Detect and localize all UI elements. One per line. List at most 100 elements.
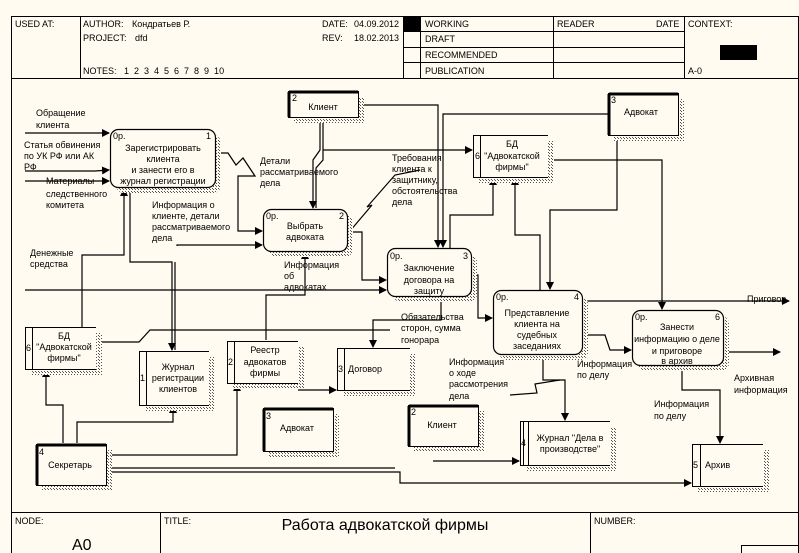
context-node: A-0 [688, 66, 702, 76]
external-secretary[interactable]: 4 Секретарь [35, 443, 113, 492]
flow-label: Информация [449, 357, 504, 367]
flow-label: Требования [392, 153, 442, 163]
flow-label: рассматриваемого [152, 222, 230, 232]
diagram-title: Работа адвокатской фирмы [282, 517, 489, 534]
flow-advokat-to-p3 [439, 113, 608, 248]
entity-label: Адвокат [280, 423, 314, 433]
store-label: адвокатов [244, 357, 287, 367]
status-publication: PUBLICATION [425, 66, 484, 76]
store-number: 6 [475, 151, 480, 161]
entity-number: 2 [292, 93, 297, 103]
process-number: 2 [339, 211, 344, 221]
store-registry-lawyers[interactable]: 2 Реестр адвокатов фирмы [227, 341, 304, 389]
flow-labels: Обращение клиента Статья обвинения по УК… [24, 108, 788, 421]
flow-label: информация [734, 385, 788, 395]
store-journal-clients[interactable]: 1 Журнал регистрации клиентов [139, 351, 215, 411]
flow-label: Информация о [152, 200, 215, 210]
process-number: 4 [574, 292, 579, 302]
store-archive[interactable]: 5 Архив [692, 444, 769, 492]
flow-trebovaniya [349, 169, 421, 232]
process-label: Выбрать [287, 221, 324, 231]
store-label: БД [58, 331, 70, 341]
status-recommended: RECOMMENDED [425, 50, 498, 60]
store-label: "Адвокатской [484, 151, 540, 161]
process-label: договора на [404, 275, 455, 285]
flow-p2-p3 [347, 231, 387, 284]
date-value: 04.09.2012 [354, 19, 399, 29]
flow-label: дела [260, 178, 280, 188]
flow-label: о ходе [449, 368, 476, 378]
project-label: PROJECT: [83, 33, 127, 43]
process-3[interactable]: 0р. 3 Заключение договора на защиту [386, 247, 478, 303]
process-label: Заключение [404, 263, 455, 273]
rev-label: REV: [322, 33, 343, 43]
flow-p4-bd [511, 177, 541, 290]
process-label: клиента на [514, 319, 560, 329]
process-4[interactable]: 0р. 4 Представление клиента на судебных … [492, 289, 589, 361]
flow-p4-p6 [582, 334, 632, 354]
process-label: журнал регистрации [120, 176, 205, 186]
store-contract[interactable]: 3 Договор [337, 348, 416, 396]
flow-label: дела [449, 391, 469, 401]
flow-label: рассмотрения [449, 379, 508, 389]
flow-label: Информация [577, 359, 632, 369]
used-at-label: USED AT: [15, 19, 54, 29]
store-label: регистрации [152, 373, 204, 383]
flow-dengi [81, 188, 128, 327]
store-number: 4 [521, 438, 526, 448]
flow-label: об [284, 271, 294, 281]
entity-number: 3 [611, 95, 616, 105]
process-6[interactable]: 0р. 6 Занести информацию о деле и пригов… [631, 309, 730, 372]
flow-label: следственного [46, 189, 107, 199]
flow-label: Обращение [36, 108, 85, 118]
flow-label: дела [392, 197, 412, 207]
external-client-bottom[interactable]: 2 Клиент [407, 404, 485, 453]
process-label: Занести [660, 322, 694, 332]
flow-label: Архивная [734, 373, 774, 383]
process-cost: 0р. [113, 131, 126, 141]
flow-label: Информация [654, 399, 709, 409]
flow-label: клиенте, детали [152, 211, 220, 221]
process-1[interactable]: 0р. 1 Зарегистрировать клиента и занести… [109, 128, 222, 194]
store-number: 6 [26, 343, 31, 353]
store-bd-left[interactable]: 6 БД "Адвокатской фирмы" [25, 327, 102, 375]
entity-number: 4 [39, 447, 44, 457]
flow-zigzag [509, 379, 561, 396]
process-label: клиента [146, 154, 179, 164]
external-client-top[interactable]: 2 Клиент [287, 90, 365, 124]
store-label: Журнал "Дела в [537, 433, 604, 443]
store-label: фирмы" [47, 353, 80, 363]
process-number: 3 [463, 251, 468, 261]
flow-label: Детали [260, 156, 290, 166]
flow-label: рассматриваемого [260, 167, 338, 177]
entity-label: Адвокат [624, 107, 658, 117]
flow-p6-arhiv [681, 366, 724, 444]
store-label: фирмы" [495, 162, 528, 172]
process-cost: 0р. [635, 312, 648, 322]
author-label: AUTHOR: [83, 19, 124, 29]
flow-label: Денежные [30, 248, 73, 258]
flow-label: Приговор [747, 294, 786, 304]
store-bd-top[interactable]: 6 БД "Адвокатской фирмы" [473, 135, 554, 183]
store-cases-journal[interactable]: 4 Журнал "Дела в производстве" [520, 421, 616, 471]
process-cost: 0р. [496, 292, 509, 302]
context-box [720, 45, 757, 60]
store-label: производстве" [540, 444, 600, 454]
process-label: заседаниях [513, 341, 562, 351]
external-advokat-top[interactable]: 3 Адвокат [607, 92, 685, 142]
status-draft: DRAFT [425, 34, 455, 44]
flow-label: средства [30, 259, 68, 269]
entity-number: 3 [266, 411, 271, 421]
process-label: информацию о деле [634, 334, 720, 344]
store-number: 2 [228, 357, 233, 367]
store-label: Договор [348, 364, 382, 374]
external-advokat-bottom[interactable]: 3 Адвокат [262, 407, 340, 458]
date-label: DATE: [322, 19, 348, 29]
status-working: WORKING [425, 19, 469, 29]
process-2[interactable]: 0р. 2 Выбрать адвоката [262, 208, 354, 258]
store-number: 1 [140, 373, 145, 383]
process-label: защиту [414, 286, 445, 296]
flow-client-to-p3 [358, 104, 442, 248]
flow-label: клиента [36, 120, 69, 130]
flow-sec-zhurnal [76, 405, 177, 443]
